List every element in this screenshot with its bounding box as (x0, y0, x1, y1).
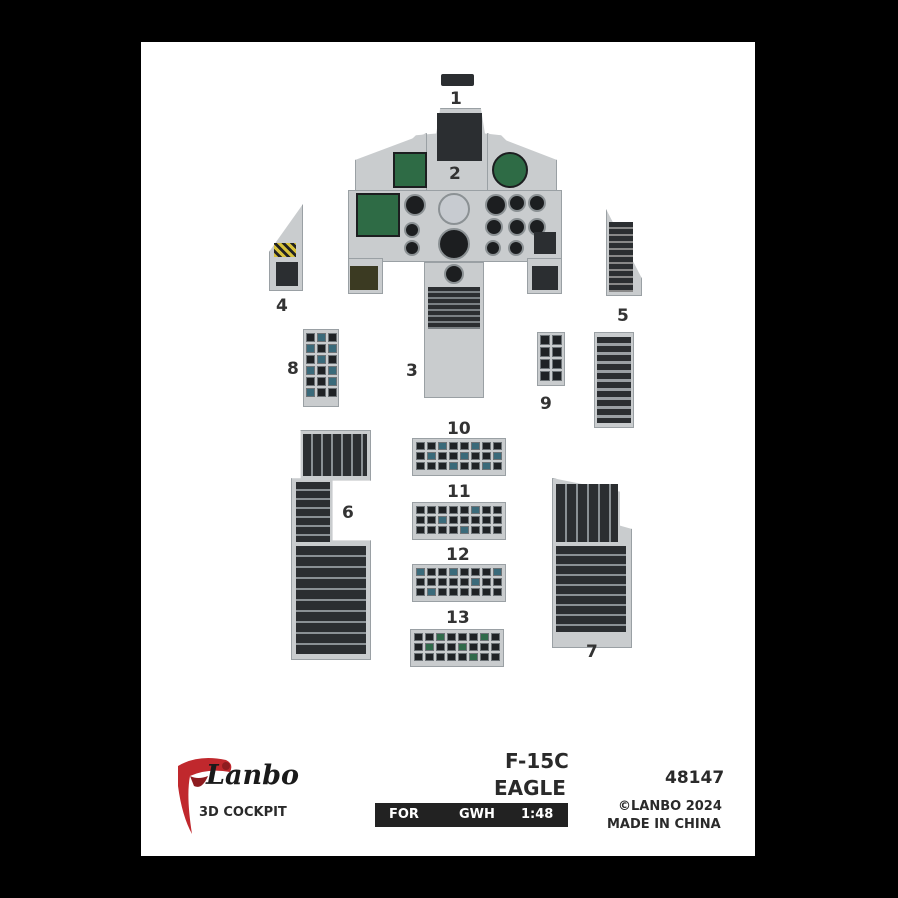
kit-brand: GWH (459, 807, 495, 822)
gauge-icon (404, 240, 420, 256)
part-number-label: 7 (586, 642, 598, 662)
part-number-label: 2 (449, 164, 461, 184)
part-number-label: 4 (276, 296, 288, 316)
left-console-lower (296, 546, 366, 654)
for-label: FOR (389, 807, 419, 822)
part-4-switches (276, 262, 298, 286)
part-number-label: 5 (617, 306, 629, 326)
part-number-label: 10 (447, 419, 471, 439)
scale-label: 1:48 (521, 807, 554, 822)
standby-gauge-icon (444, 264, 464, 284)
rwr-panel (534, 232, 556, 254)
brand-logo-text: Lanbo (206, 760, 299, 791)
altimeter-gauge-icon (485, 194, 507, 216)
part-number-label: 9 (540, 394, 552, 414)
part-11-buttons (416, 506, 502, 534)
left-mfd (356, 193, 400, 237)
gauge-icon (485, 218, 503, 236)
model-title: F-15C (505, 749, 569, 773)
warning-light-panel (350, 266, 378, 290)
part-5-switches (609, 222, 633, 292)
part-9-buttons (540, 335, 562, 381)
part-number-label: 13 (446, 608, 470, 628)
origin: MADE IN CHINA (607, 817, 721, 832)
upfc-panel (437, 113, 482, 161)
gauge-icon (528, 194, 546, 212)
part-10-buttons (416, 442, 502, 470)
part-number-label: 3 (406, 361, 418, 381)
copyright: ©LANBO 2024 (618, 799, 722, 814)
gauge-icon (508, 194, 526, 212)
left-console-mid (296, 482, 330, 542)
gauge-icon (404, 222, 420, 238)
kit-info-bar: FOR GWH 1:48 (375, 803, 568, 827)
brand-subtitle: 3D COCKPIT (199, 805, 287, 820)
gauge-icon (508, 240, 524, 256)
right-leg-panel (532, 266, 558, 290)
part-1-piece (441, 74, 474, 86)
airspeed-gauge-icon (404, 194, 426, 216)
lanbo-bandana-logo-icon (178, 758, 232, 834)
gauge-icon (485, 240, 501, 256)
part-12-buttons (416, 568, 502, 596)
gauge-icon (508, 218, 526, 236)
part-number-label: 12 (446, 545, 470, 565)
part-number-label: 8 (287, 359, 299, 379)
part-3-center-pedestal (424, 262, 484, 398)
part-number-label: 6 (342, 503, 354, 523)
part-8-buttons (306, 333, 337, 397)
right-tall-panel-switches (597, 337, 631, 423)
hsi-gauge-icon (438, 228, 470, 260)
model-name: EAGLE (494, 776, 566, 800)
adi-gauge-icon (438, 193, 470, 225)
right-console-upper (556, 484, 618, 542)
left-console-upper (303, 434, 367, 476)
part-number-label: 11 (447, 482, 471, 502)
product-code: 48147 (665, 768, 725, 788)
part-number-label: 1 (450, 89, 462, 109)
pedestal-switch-panel (428, 287, 480, 329)
upper-left-mfd (393, 152, 427, 188)
striped-warning-panel (274, 243, 296, 257)
upper-right-mfd (492, 152, 528, 188)
right-console-lower (556, 546, 626, 632)
part-13-buttons (414, 633, 500, 661)
